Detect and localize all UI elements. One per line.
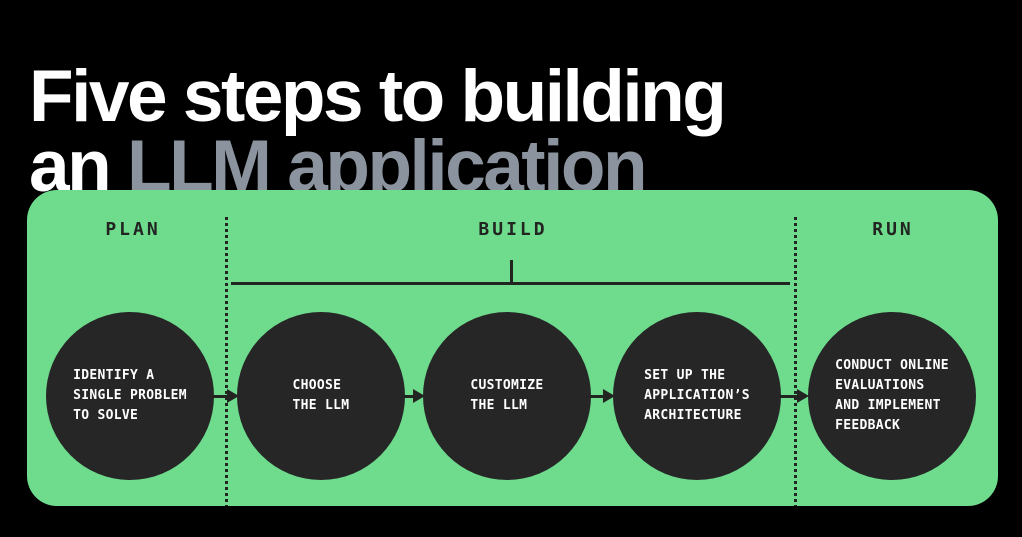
step-text: IDENTIFY A SINGLE PROBLEM TO SOLVE [73,368,187,423]
arrow-shaft [402,394,413,398]
arrow-right-icon [212,389,239,403]
section-label-plan: PLAN [105,219,161,240]
step-circle-setup-architecture: SET UP THE APPLICATION’S ARCHITECTURE [613,312,781,480]
arrow-shaft [588,394,603,398]
section-divider-plan-build [225,217,228,506]
arrow-right-icon [588,389,615,403]
arrow-shaft [779,394,797,398]
step-circle-customize-llm: CUSTOMIZE THE LLM [423,312,591,480]
process-panel: PLAN BUILD RUN IDENTIFY A SINGLE PROBLEM… [27,190,998,506]
section-label-build: BUILD [478,219,548,240]
step-text: SET UP THE APPLICATION’S ARCHITECTURE [644,368,750,423]
arrow-head [413,389,425,403]
arrow-head [227,389,239,403]
page-title: Five steps to building an LLM applicatio… [29,60,727,203]
section-divider-build-run [794,217,797,506]
arrow-right-icon [402,389,425,403]
section-label-run: RUN [872,219,914,240]
arrow-shaft [212,394,227,398]
step-circle-conduct-evaluations: CONDUCT ONLINE EVALUATIONS AND IMPLEMENT… [808,312,976,480]
step-text: CUSTOMIZE THE LLM [470,378,544,413]
step-text: CONDUCT ONLINE EVALUATIONS AND IMPLEMENT… [835,358,949,433]
arrow-right-icon [779,389,809,403]
arrow-head [797,389,809,403]
title-line1: Five steps to building [29,55,727,137]
step-circle-identify-problem: IDENTIFY A SINGLE PROBLEM TO SOLVE [46,312,214,480]
step-text: CHOOSE THE LLM [292,378,350,413]
arrow-head [603,389,615,403]
step-circle-choose-llm: CHOOSE THE LLM [237,312,405,480]
build-bracket-tick [510,260,513,284]
